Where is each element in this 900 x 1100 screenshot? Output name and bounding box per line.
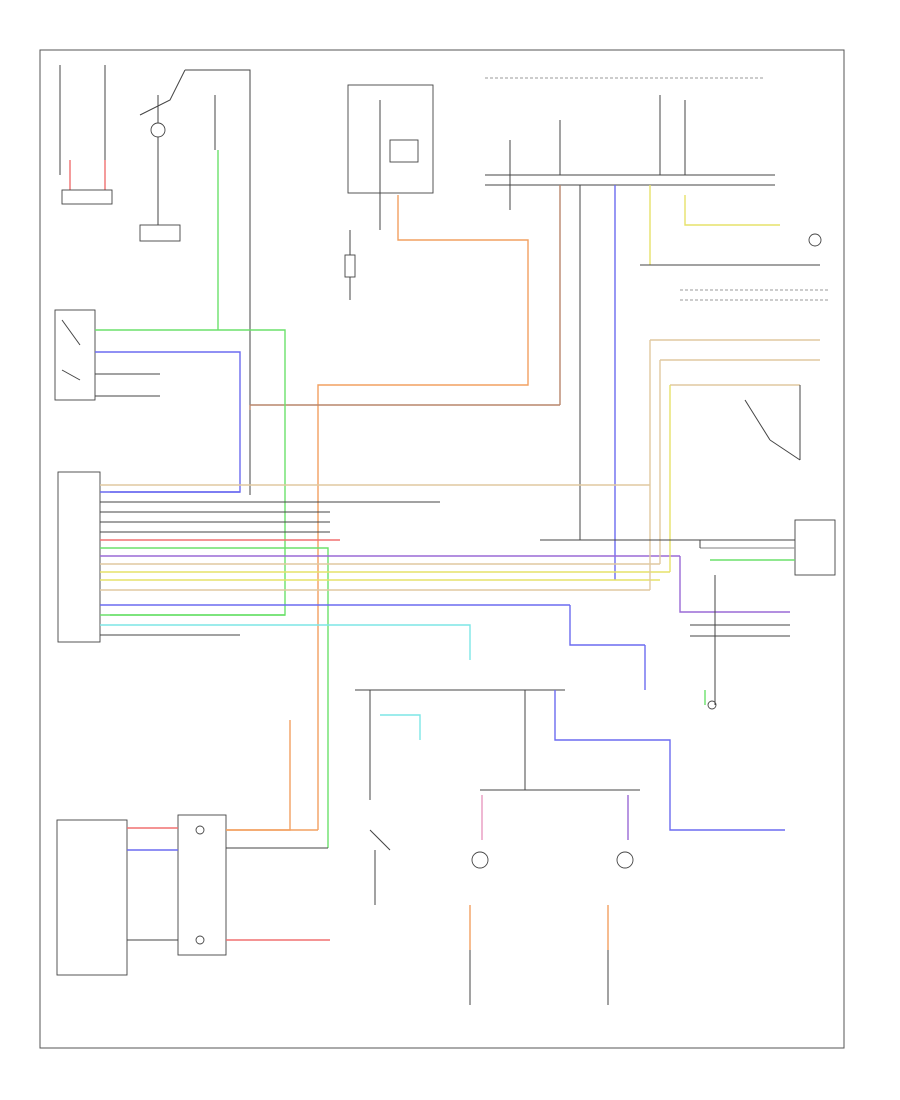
cruise-control-unit (57, 471, 790, 848)
brake-switch-group (59, 65, 251, 495)
relay-bus-group (250, 77, 830, 580)
center-bus-group (355, 645, 785, 905)
bottom-switch-group (56, 720, 330, 976)
diagram-frame (39, 49, 845, 1049)
transmission-sensors-group (469, 789, 640, 1005)
fuse-symbol (389, 139, 419, 163)
brake-switch-symbol (150, 122, 166, 138)
fuse-block-group (317, 84, 529, 830)
right-switch-group (540, 339, 836, 705)
